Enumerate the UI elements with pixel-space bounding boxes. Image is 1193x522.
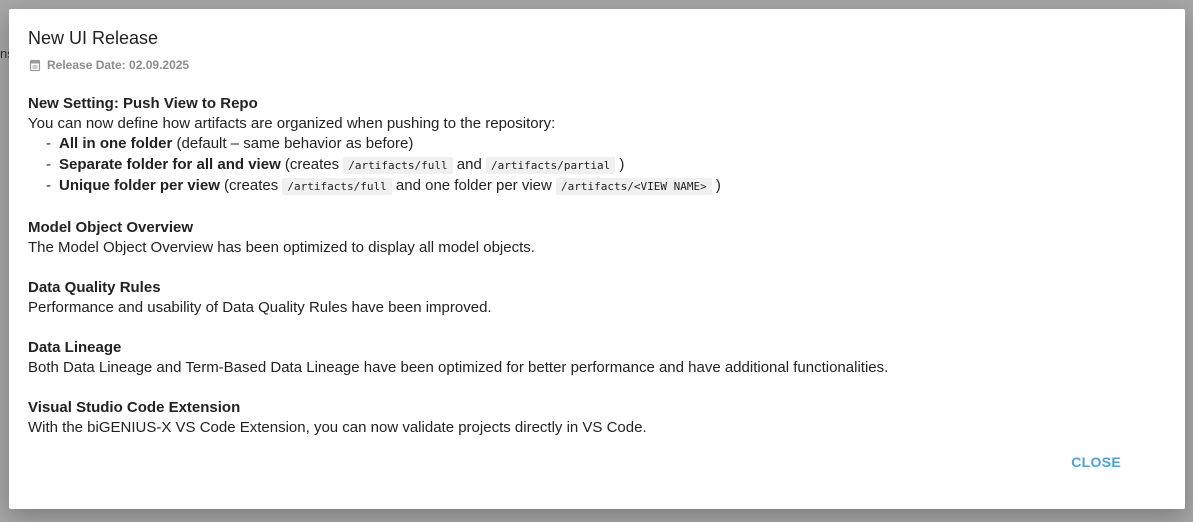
code-path: /artifacts/full [343,156,453,174]
release-date: Release Date: 02.09.2025 [29,58,189,72]
section-dq-rules: Data Quality Rules Performance and usabi… [28,278,1158,318]
bullet-text: (creates [280,155,344,173]
calendar-page-icon [29,59,41,72]
list-item: -Unique folder per view (creates /artifa… [46,177,721,195]
section-title: Visual Studio Code Extension [28,398,241,416]
section-body: Performance and usability of Data Qualit… [28,298,492,316]
section-lineage: Data Lineage Both Data Lineage and Term-… [28,338,1158,378]
bullet-bold: Separate folder for all and view [59,155,281,173]
bullet-text: (creates [219,177,283,194]
bullet-bold: All in one folder [59,135,173,152]
bullet-text: (default – same behavior as before) [172,135,414,152]
section-title: Data Lineage [28,338,122,356]
list-item: -Separate folder for all and view (creat… [46,155,625,174]
release-notes-content: New Setting: Push View to Repo You can n… [28,94,1158,458]
section-title: Data Quality Rules [28,278,161,296]
section-intro: You can now define how artifacts are org… [28,115,556,132]
release-notes-dialog: New UI Release Release Date: 02.09.2025 … [9,9,1185,509]
section-title: Model Object Overview [28,218,194,236]
section-vscode: Visual Studio Code Extension With the bi… [28,398,1158,438]
section-body: Both Data Lineage and Term-Based Data Li… [28,358,889,376]
release-date-text: Release Date: 02.09.2025 [47,58,190,72]
bullet-bold: Unique folder per view [59,177,220,194]
section-push-view: New Setting: Push View to Repo You can n… [28,94,1158,198]
close-button[interactable]: CLOSE [1071,454,1121,470]
dialog-title: New UI Release [28,28,159,48]
code-path: /artifacts/full [282,178,392,195]
section-model-object: Model Object Overview The Model Object O… [28,218,1158,258]
bullet-text: ) [615,155,625,173]
section-body: The Model Object Overview has been optim… [28,238,535,256]
bullet-text: and [452,155,486,173]
bullet-list: -All in one folder (default – same behav… [28,134,1158,198]
section-body: With the biGENIUS-X VS Code Extension, y… [28,418,647,436]
bullet-text: ) [711,177,721,194]
code-path: /artifacts/partial [485,156,616,174]
code-path: /artifacts/<VIEW NAME> [556,178,712,195]
list-item: -All in one folder (default – same behav… [46,135,414,152]
bullet-text: and one folder per view [391,177,557,194]
section-title: New Setting: Push View to Repo [28,95,258,112]
